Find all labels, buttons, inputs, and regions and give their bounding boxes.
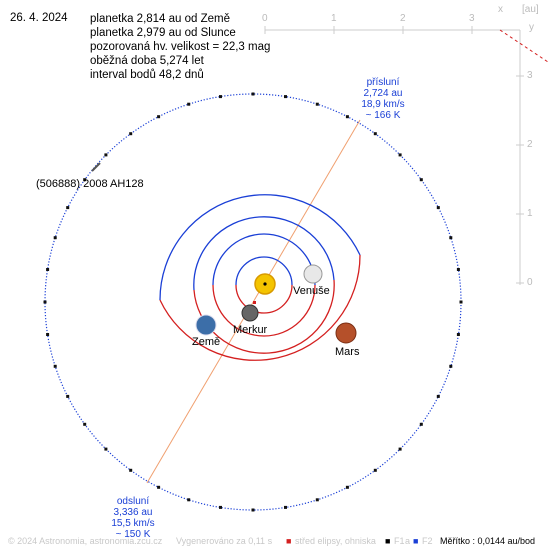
- orbit-point: [53, 236, 57, 240]
- orbit-point: [459, 300, 463, 304]
- orbit-point: [345, 115, 349, 119]
- orbit-point: [284, 505, 287, 509]
- aphelion-distance: 3,336 au: [113, 507, 153, 518]
- orbit-point: [157, 115, 161, 119]
- y-axis-label: y: [529, 22, 534, 33]
- date-label: 26. 4. 2024: [10, 12, 68, 24]
- mercury-label: Merkur: [233, 324, 268, 336]
- orbit-point: [436, 206, 440, 210]
- orbit-point: [315, 102, 319, 106]
- aphelion-temperature: ~ 150 K: [115, 529, 151, 540]
- orbit-point: [43, 300, 47, 304]
- info-period: oběžná doba 5,274 let: [90, 55, 204, 67]
- orbit-point: [83, 178, 87, 182]
- sun-center-dot: [263, 282, 267, 286]
- orbit-point: [104, 447, 108, 451]
- center-marker-icon: ■: [286, 536, 292, 546]
- perihelion-title: přísluní: [366, 77, 400, 88]
- orbit-point: [456, 268, 460, 271]
- axis-unit-label: [au]: [522, 4, 539, 15]
- orbit-point: [449, 236, 453, 240]
- info-interval: interval bodů 48,2 dnů: [90, 69, 204, 81]
- orbit-point: [398, 447, 402, 451]
- aphelion-speed: 15,5 km/s: [111, 518, 155, 529]
- orbit-point: [398, 153, 402, 157]
- orbit-point: [456, 333, 460, 336]
- earth-icon: [195, 314, 217, 336]
- venus-icon: [303, 264, 323, 284]
- orbit-point: [251, 92, 255, 96]
- ellipse-center-marker: [253, 301, 256, 304]
- orbit-point: [157, 485, 161, 489]
- orbit-point: [187, 498, 191, 502]
- y-tick-1: 1: [527, 208, 533, 219]
- legend-a-label: a: [405, 536, 411, 546]
- orbit-point: [46, 268, 50, 271]
- orbit-point: [104, 153, 108, 157]
- focus2-marker-icon: ■: [413, 536, 419, 546]
- axis-ticks: [264, 26, 524, 284]
- perihelion-distance: 2,724 au: [363, 88, 403, 99]
- orbit-point: [83, 422, 87, 426]
- orbit-point: [46, 333, 50, 336]
- asteroid-info-panel: planetka 2,814 au od Země planetka 2,979…: [90, 12, 270, 82]
- orbit-point: [419, 178, 423, 182]
- orbit-point: [436, 394, 440, 398]
- copyright-text: © 2024 Astronomia, astronomia.zcu.cz: [8, 536, 163, 546]
- orbit-point: [219, 95, 222, 99]
- generated-time: Vygenerováno za 0,11 s: [176, 536, 273, 546]
- mars-icon: [335, 322, 357, 344]
- x-tick-1: 1: [331, 13, 337, 24]
- footer-bar: © 2024 Astronomia, astronomia.zcu.cz Vyg…: [0, 532, 550, 550]
- x-tick-3: 3: [469, 13, 475, 24]
- legend-center-label: střed elipsy, ohniska: [295, 536, 376, 546]
- mercury-icon: [241, 304, 259, 322]
- mars-label: Mars: [335, 346, 360, 358]
- asteroid-position-marker: [91, 162, 101, 172]
- orbit-point: [345, 485, 349, 489]
- orbit-point: [66, 206, 70, 210]
- orbit-point: [449, 364, 453, 368]
- info-distance-earth: planetka 2,814 au od Země: [90, 13, 231, 25]
- aphelion-info: odsluní 3,336 au 15,5 km/s ~ 150 K: [98, 496, 168, 540]
- aphelion-title: odsluní: [116, 496, 150, 507]
- orbit-point: [315, 498, 319, 502]
- orbit-point-markers: [43, 92, 463, 512]
- perihelion-speed: 18,9 km/s: [361, 99, 405, 110]
- orbit-point: [53, 364, 57, 368]
- orbit-point: [66, 394, 70, 398]
- info-distance-sun: planetka 2,979 au od Slunce: [90, 27, 236, 39]
- focus1-marker-icon: ■: [385, 536, 391, 546]
- perihelion-info: přísluní 2,724 au 18,9 km/s ~ 166 K: [348, 77, 418, 121]
- orbit-point: [219, 505, 222, 509]
- asteroid-name-label: (506888) 2008 AH128: [36, 178, 144, 190]
- orbit-point: [373, 132, 377, 136]
- legend-f2-label: F2: [422, 536, 433, 546]
- orbit-point: [187, 102, 191, 106]
- planet-orbits: [159, 194, 361, 361]
- orbit-point: [129, 132, 133, 136]
- venus-label: Venuše: [293, 285, 330, 297]
- y-tick-0: 0: [527, 277, 533, 288]
- legend-f1-label: F1: [394, 536, 405, 546]
- scale-label: Měřítko : 0,0144 au/bod: [440, 536, 536, 546]
- orbit-point: [373, 468, 377, 472]
- orbit-point: [251, 508, 255, 512]
- y-tick-2: 2: [527, 139, 533, 150]
- perihelion-temperature: ~ 166 K: [365, 110, 401, 121]
- x-tick-0: 0: [262, 13, 268, 24]
- y-tick-3: 3: [527, 70, 533, 81]
- x-tick-2: 2: [400, 13, 406, 24]
- earth-label: Země: [192, 336, 221, 348]
- orbit-point: [419, 422, 423, 426]
- earth-direction-line: [499, 29, 549, 63]
- x-axis-label: x: [498, 4, 503, 15]
- info-magnitude: pozorovaná hv. velikost = 22,3 mag: [90, 41, 271, 53]
- orbit-point: [129, 468, 133, 472]
- orbit-point: [284, 95, 287, 99]
